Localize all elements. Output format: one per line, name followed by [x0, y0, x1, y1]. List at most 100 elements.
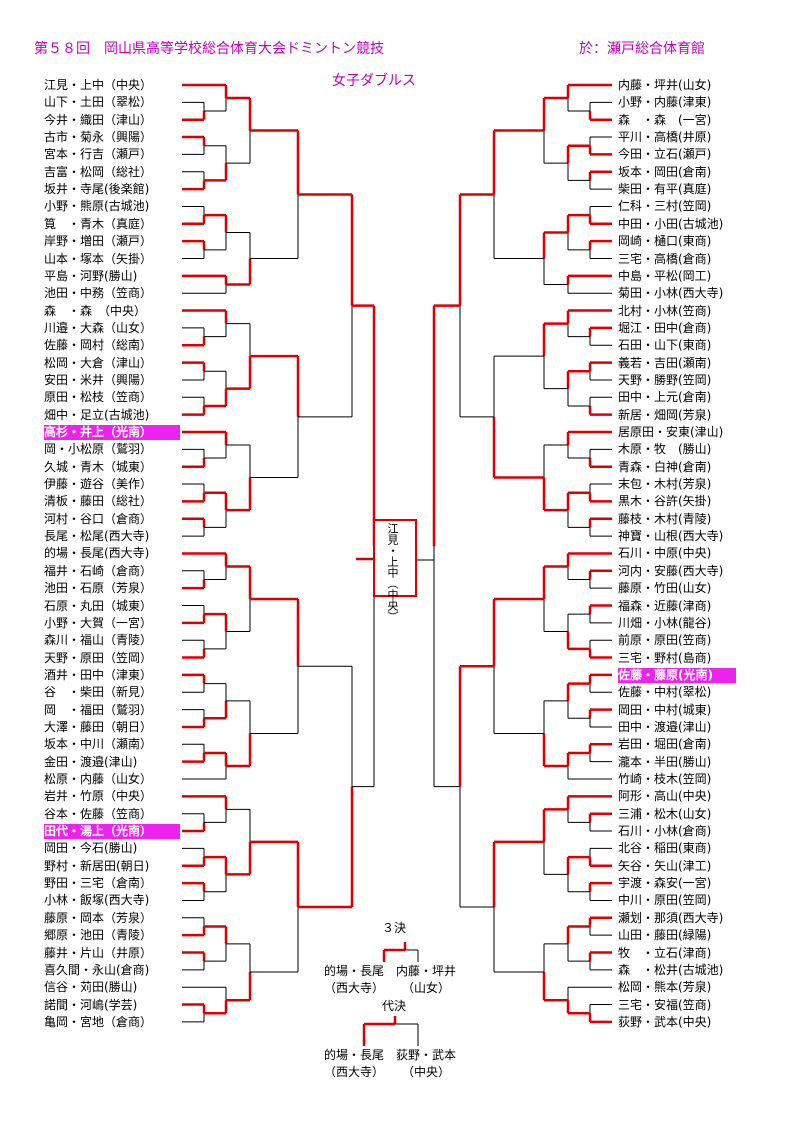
right-entry: 石川・小林(倉商) — [618, 824, 712, 839]
right-entry: 瀧本・半田(勝山) — [618, 754, 712, 769]
left-entry: 田代・湯上（光南） — [44, 824, 180, 840]
champion-name: 江見・上中（中央） — [386, 523, 399, 622]
right-entry: 義若・吉田(瀬南) — [618, 355, 712, 370]
third-place-p2-name: 内藤・坪井 — [395, 964, 456, 978]
left-entry: 坂本・中川（瀬南） — [44, 737, 153, 752]
right-entry: 中島・平松(岡工) — [618, 268, 712, 283]
right-entry: 柴田・有平(真庭) — [618, 182, 712, 197]
third-place-label: ３決 — [382, 921, 407, 935]
left-entry: 森 ・森 （中央） — [44, 303, 147, 318]
left-entry: 森川・福山（青陵） — [44, 633, 153, 648]
rep-match-p1-name: 的場・長尾 — [323, 1048, 384, 1062]
left-entry: 小野・大賀（一宮） — [44, 615, 153, 630]
right-entry: 三浦・松木(山女) — [618, 806, 712, 821]
right-entry: 黒木・谷許(矢掛) — [618, 494, 712, 509]
right-entry: 山田・藤田(緑陽) — [618, 928, 712, 943]
right-entry: 福森・近藤(津商) — [618, 598, 712, 613]
right-entry: 瀬划・那須(西大寺) — [618, 910, 724, 925]
right-entry: 北村・小林(笠商) — [618, 303, 712, 318]
right-entry: 仁科・三村(笠岡) — [618, 199, 712, 214]
left-entry: 池田・石原（芳泉） — [44, 581, 153, 596]
left-entry: 長尾・松尾(西大寺) — [44, 529, 150, 544]
right-entry: 内藤・坪井(山女) — [618, 78, 712, 92]
left-entry: 吉富・松岡（総社） — [44, 164, 153, 179]
right-entry: 三宅・高橋(倉商) — [618, 251, 712, 266]
right-entry: 森 ・松井(古城池) — [618, 962, 724, 977]
right-entry: 坂本・岡田(倉南) — [618, 164, 712, 179]
right-entry: 北谷・稲田(東商) — [618, 841, 712, 856]
left-entry: 岩井・竹原（中央） — [44, 789, 153, 804]
left-entry: 大澤・藤田（朝日） — [44, 719, 153, 734]
right-entry: 河内・安藤(西大寺) — [618, 563, 724, 578]
left-entry: 喜久間・永山(倉商) — [44, 962, 150, 977]
left-entry: 的場・長尾(西大寺) — [44, 546, 150, 561]
right-entry: 矢谷・矢山(津工) — [618, 858, 712, 873]
right-entry: 小野・内藤(津東) — [618, 95, 712, 110]
right-entry: 三宅・安福(笠商) — [618, 997, 712, 1012]
left-entry: 酒井・田中（津東） — [44, 667, 153, 682]
left-entry: 安田・米井（興陽） — [44, 372, 153, 387]
right-entry: 中田・小田(古城池) — [618, 216, 724, 231]
rep-match-p1-school: （西大寺） — [323, 1065, 384, 1079]
left-entry: 亀岡・宮地（倉商） — [44, 1014, 153, 1029]
champion-box — [373, 519, 417, 597]
left-entry: 小野・熊原(古城池) — [44, 199, 150, 214]
right-entry: 松岡・熊本(芳泉) — [618, 980, 712, 995]
left-entry: 伊藤・遊谷（美作） — [44, 477, 153, 492]
left-entry: 谷本・佐藤（笠商） — [44, 806, 153, 821]
left-entry: 野村・新居田(朝日) — [44, 858, 150, 873]
right-entry: 藤原・竹田(山女) — [618, 581, 712, 596]
right-entry: 堀江・田中(倉商) — [618, 320, 712, 335]
left-entry: 川邉・大森（山女） — [44, 320, 153, 335]
left-entry: 河村・谷口（倉商） — [44, 511, 153, 526]
left-entry: 天野・原田（笠岡） — [44, 650, 153, 665]
left-entry: 池田・中務（笠商） — [44, 286, 153, 301]
left-entry: 筧 ・青木（真庭） — [44, 216, 153, 231]
left-entry: 小林・飯塚(西大寺) — [44, 893, 150, 908]
left-entry: 畑中・足立(古城池) — [44, 407, 150, 422]
left-entry: 信谷・苅田(勝山) — [44, 980, 138, 995]
right-entry: 岡田・中村(城東) — [618, 702, 712, 717]
left-entry: 岡田・今石(勝山) — [44, 841, 138, 856]
third-place-p2-school: （山女） — [401, 981, 450, 995]
right-entry: 天野・勝野(笠岡) — [618, 372, 712, 387]
right-entry: 末包・木村(芳泉) — [618, 477, 712, 492]
right-entry: 竹崎・枝木(笠岡) — [618, 772, 712, 786]
third-place-p1-school: （西大寺） — [323, 981, 384, 995]
left-entry: 久城・青木（城東） — [44, 459, 153, 474]
event-title: 女子ダブルス — [332, 73, 416, 89]
right-entry: 青森・白神(倉南) — [618, 459, 712, 474]
left-entry: 古市・菊永（興陽） — [44, 130, 153, 145]
left-entry: 谷 ・柴田（新見） — [44, 685, 153, 700]
left-entry: 岸野・増田（瀬戸） — [44, 234, 153, 249]
right-entry: 石川・中原(中央) — [618, 546, 712, 561]
left-entry: 佐藤・岡村（総南） — [44, 338, 153, 353]
right-entry: 神寶・山根(西大寺) — [618, 529, 724, 544]
left-entry: 石原・丸田（城東） — [44, 598, 153, 613]
right-entry: 荻野・武本(中央) — [618, 1014, 712, 1029]
rep-match-p2-name: 荻野・武本 — [395, 1048, 456, 1062]
right-entry: 牧 ・立石(津商) — [618, 945, 712, 960]
rep-match-p2-school: （中央） — [401, 1065, 450, 1079]
right-entry: 岡崎・樋口(東商) — [618, 234, 712, 249]
right-entry: 今田・立石(瀬戸) — [618, 147, 712, 162]
right-entry: 田中・上元(倉南) — [618, 390, 712, 405]
left-entry: 郷原・池田（青陵） — [44, 928, 153, 943]
right-entry: 平川・高橋(井原) — [618, 130, 712, 145]
tournament-title: 第５８回 岡山県高等学校総合体育大会ドミントン競技 — [34, 41, 384, 57]
right-entry: 新居・畑岡(芳泉) — [618, 407, 712, 422]
left-entry: 岡 ・福田（鷲羽） — [44, 702, 153, 717]
right-entry: 中川・原田(笠岡) — [618, 893, 712, 908]
right-entry: 川畑・小林(龍谷) — [618, 615, 712, 630]
right-entry: 岩田・堀田(倉南) — [618, 737, 712, 752]
right-entry: 菊田・小林(西大寺) — [618, 286, 724, 301]
right-entry: 前原・原田(笠商) — [618, 633, 712, 648]
right-entry: 田中・渡邉(津山) — [618, 719, 712, 734]
left-entry: 坂井・寺尾(後楽館) — [44, 182, 150, 197]
left-entry: 松原・内藤（山女） — [44, 772, 153, 786]
left-entry: 藤井・片山（井原） — [44, 945, 153, 960]
right-entry: 三宅・野村(島商) — [618, 650, 712, 665]
left-entry: 金田・渡邉(津山) — [44, 754, 138, 769]
left-entry: 宮本・行吉（瀬戸） — [44, 147, 153, 162]
left-entry: 今井・織田（津山） — [44, 112, 153, 127]
